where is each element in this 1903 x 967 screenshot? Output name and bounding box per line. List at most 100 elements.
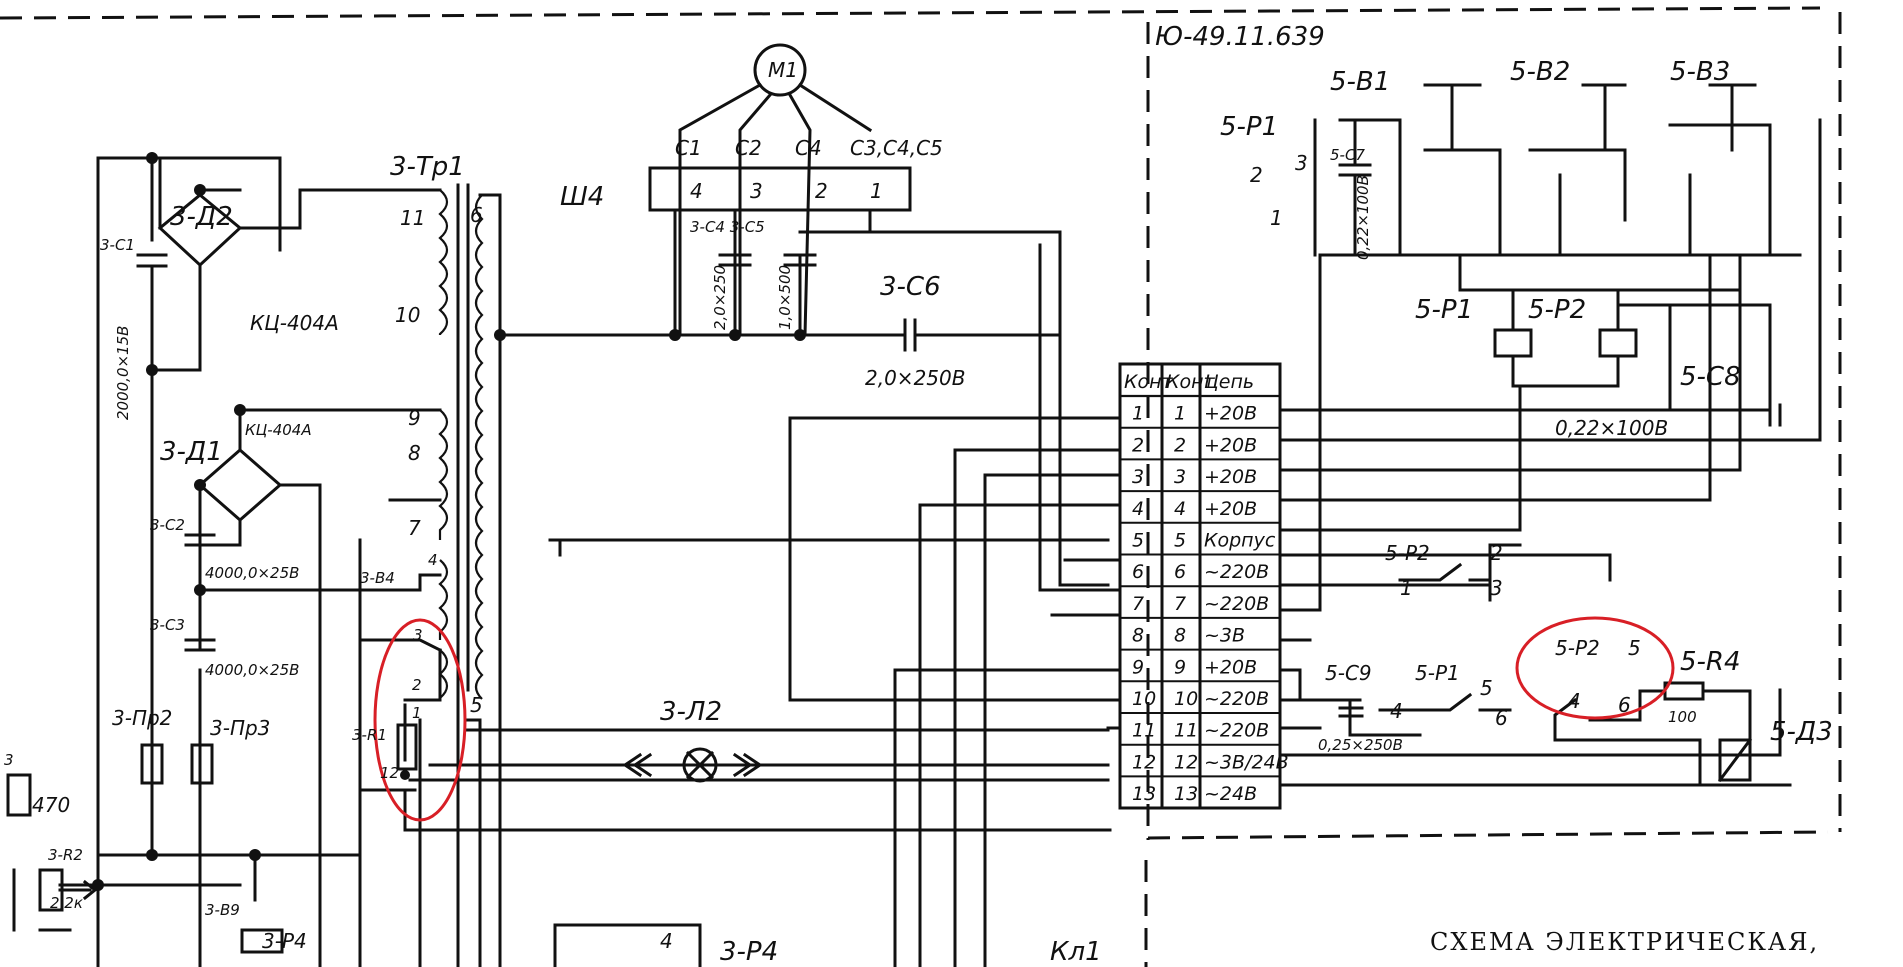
table-cell: 9 (1174, 656, 1186, 678)
label-b3: 5-В3 (1670, 57, 1730, 87)
table-cell: 10 (1174, 688, 1198, 710)
block-3-components (6, 253, 1110, 967)
label-tw-1: 1 (412, 704, 422, 722)
label-tw-5: 5 (470, 693, 483, 717)
label-c3-val: 4000,0×25В (205, 661, 299, 679)
label-r2: 3-R2 (48, 846, 83, 864)
highlight-p2-contact (1515, 616, 1675, 720)
label-rel-p2: 5-Р2 (1528, 295, 1586, 325)
label-p2c-n2: 2 (1490, 541, 1503, 565)
junction-dots (92, 152, 806, 891)
table-cell: ~3В/24В (1204, 751, 1289, 773)
label-b2: 5-В2 (1510, 57, 1570, 87)
label-p1-n2: 2 (1250, 163, 1263, 187)
table-cell: 2 (1132, 434, 1144, 456)
label-b1: 5-В1 (1330, 67, 1390, 97)
table-cell: 10 (1132, 688, 1156, 710)
label-rel-p1: 5-Р1 (1415, 295, 1473, 325)
label-r3-val: 470 (32, 793, 70, 817)
label-p2r-n6: 6 (1618, 693, 1631, 717)
table-cell: 6 (1132, 561, 1144, 583)
label-r4-val: 100 (1668, 708, 1697, 726)
label-c8-val: 0,22×100В (1555, 416, 1668, 440)
table-cell: 7 (1132, 593, 1144, 615)
label-tw-2: 2 (412, 676, 422, 694)
label-l2: 3-Л2 (660, 697, 722, 727)
label-tw-10: 10 (395, 303, 420, 327)
table-cell: ~3В (1204, 625, 1245, 647)
label-r2-val: 2,2к (50, 894, 83, 912)
connector-name: Ш4 (560, 182, 604, 212)
block-3-wiring (58, 156, 1112, 967)
table-cell: 3 (1132, 466, 1144, 488)
label-c7-val: 0,22×100В (1354, 175, 1372, 260)
table-header-1: Конт (1166, 371, 1216, 393)
table-cell: ~220В (1204, 720, 1269, 742)
table-header-0: Конт (1124, 371, 1174, 393)
table-cell: 12 (1132, 751, 1156, 773)
connector-pin-1: 1 (870, 179, 883, 203)
label-p1: 5-Р1 (1220, 112, 1278, 142)
label-p1c-n4: 4 (1390, 699, 1403, 723)
label-c8: 5-С8 (1680, 362, 1741, 392)
label-d3: 5-Д3 (1770, 717, 1833, 747)
label-p2c-n3: 3 (1490, 576, 1503, 600)
cap-label-c1: C1 (675, 136, 702, 160)
label-c6-val: 2,0×250В (865, 366, 965, 390)
label-r4: 5-R4 (1680, 647, 1741, 677)
table-cell: 5 (1132, 530, 1144, 552)
table-cell: 3 (1174, 466, 1186, 488)
table-cell: 13 (1174, 783, 1198, 805)
table-cell: 1 (1174, 403, 1186, 425)
table-cell: +20В (1204, 656, 1257, 678)
label-c1: 3-С1 (100, 236, 135, 254)
label-d1: 3-Д1 (160, 437, 223, 467)
label-tw-8: 8 (408, 441, 421, 465)
label-tw-6: 6 (470, 203, 483, 227)
label-tw-4: 4 (428, 551, 438, 569)
table-left-wires (788, 243, 1122, 967)
table-header-2: Цепь (1204, 371, 1254, 393)
table-cell: ~220В (1204, 561, 1269, 583)
table-cell: Корпус (1204, 530, 1276, 552)
label-c4c5: 3-С4 3-С5 (690, 218, 765, 236)
labels: Ю-49.11.639 Ш4 М1 C1 C2 C4 C3,C4,C5 4 3 … (4, 22, 1833, 967)
highlight-r1-winding (373, 618, 467, 822)
label-p4a: 3-Р4 (262, 929, 307, 953)
label-p2c-n1: 1 (1400, 576, 1413, 600)
label-c9-val: 0,25×250В (1318, 736, 1403, 754)
table-cell: 11 (1132, 720, 1156, 742)
label-c6: 3-С6 (880, 272, 941, 302)
cap-label-c345: C3,C4,C5 (850, 136, 943, 160)
table-cell: 8 (1132, 625, 1144, 647)
table-cell: 4 (1132, 498, 1144, 520)
label-tw-9: 9 (408, 406, 421, 430)
label-tw-7: 7 (408, 516, 421, 540)
label-c1-val: 2000,0×15В (114, 326, 132, 420)
label-p1c-n6: 6 (1495, 706, 1508, 730)
table-cell: 4 (1174, 498, 1186, 520)
table-cell: 13 (1132, 783, 1156, 805)
table-cell: +20В (1204, 403, 1257, 425)
motor-and-connector (648, 43, 1062, 587)
block-5-wiring (1278, 83, 1822, 787)
label-c7: 5-С7 (1330, 146, 1365, 164)
label-p4-pin: 4 (660, 929, 673, 953)
label-tr1: 3-Тр1 (390, 152, 465, 182)
label-d2: 3-Д2 (170, 202, 233, 232)
connector-pin-4: 4 (690, 179, 703, 203)
motor-label: М1 (768, 58, 798, 82)
label-p2r: 5-Р2 (1555, 636, 1600, 660)
label-p1-n1: 1 (1270, 206, 1283, 230)
label-c3: 3-С3 (150, 616, 185, 634)
table-cell: 6 (1174, 561, 1186, 583)
doc-number: Ю-49.11.639 (1155, 22, 1325, 52)
table-cell: 8 (1174, 625, 1186, 647)
cap-label-c4: C4 (795, 136, 822, 160)
block-5-frame (0, 6, 1842, 967)
caption: СХЕМА ЭЛЕКТРИЧЕСКАЯ, (1430, 928, 1819, 956)
label-c4-val: 2,0×250 (711, 265, 729, 330)
label-p2c: 5-Р2 (1385, 541, 1430, 565)
label-p1c-n5: 5 (1480, 676, 1493, 700)
